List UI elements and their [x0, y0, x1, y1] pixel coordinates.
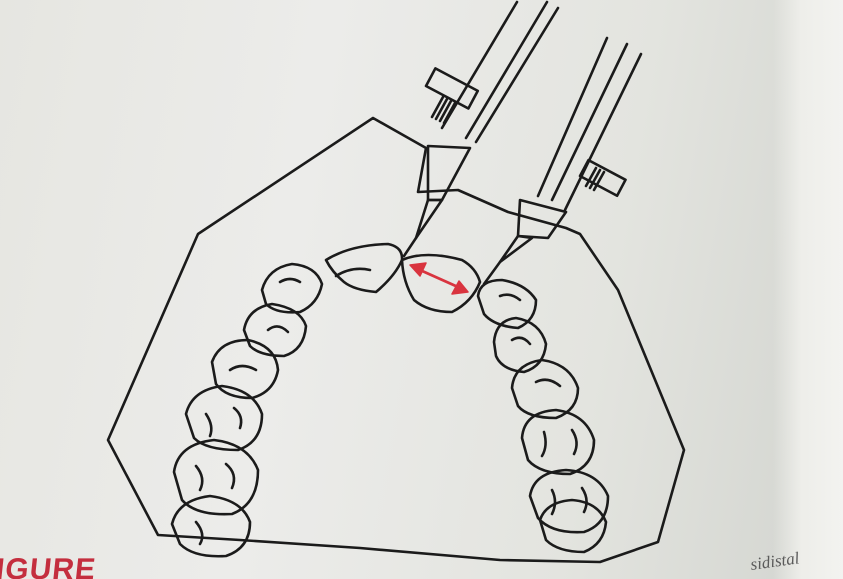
left-second-premolar	[186, 386, 262, 450]
left-arch-teeth	[172, 264, 322, 556]
caliper-left-arm	[404, 2, 558, 256]
left-first-premolar	[212, 340, 278, 398]
right-first-premolar	[512, 360, 578, 418]
left-second-molar	[172, 496, 250, 556]
left-canine	[244, 304, 306, 356]
caliper-right-screw	[580, 160, 626, 196]
central-incisor-measured	[402, 255, 480, 312]
caliper-left-screw	[426, 68, 478, 108]
right-arch-teeth	[478, 280, 608, 552]
figure-caption-label: IGURE	[0, 553, 98, 579]
double-headed-arrow-icon	[410, 263, 468, 294]
right-second-premolar	[522, 410, 594, 474]
caliper-right-arm	[484, 38, 641, 284]
